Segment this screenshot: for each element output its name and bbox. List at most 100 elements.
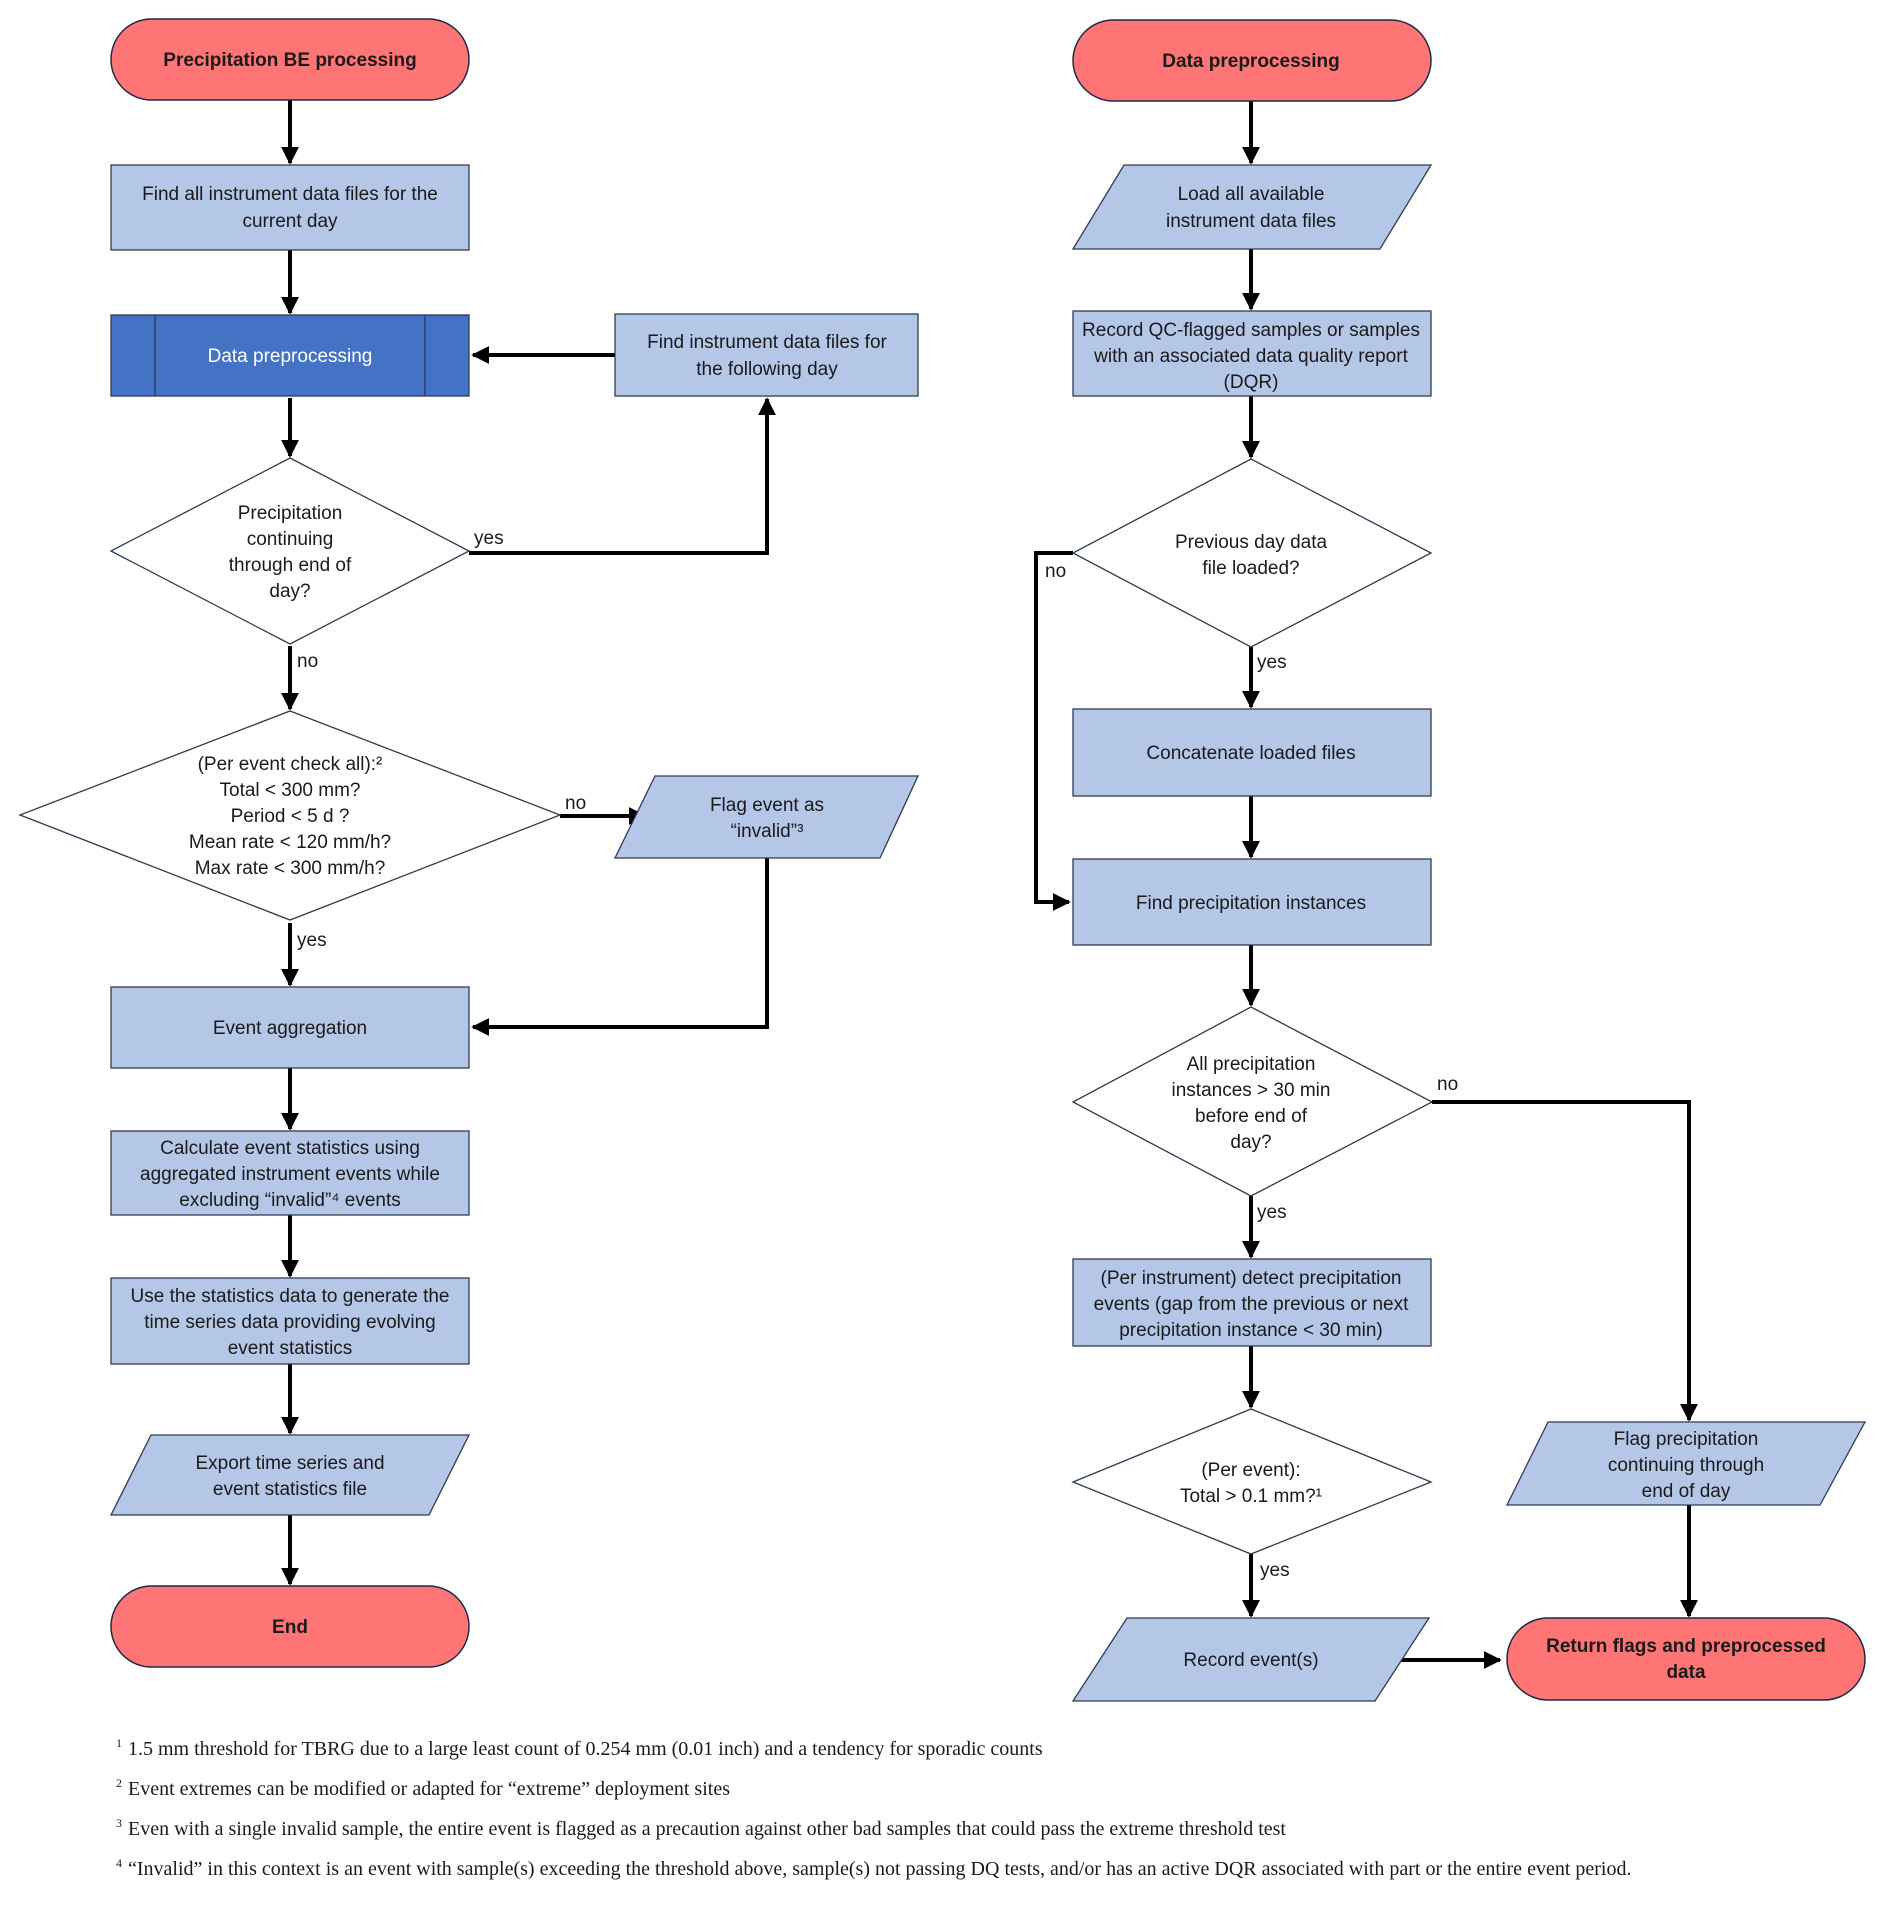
- r-return-line-0: Return flags and preprocessed: [1546, 1636, 1826, 1657]
- node-r-find-instances: Find precipitation instances: [1072, 858, 1432, 946]
- node-r-dec-total: (Per event): Total > 0.1 mm?¹: [1071, 1408, 1433, 1555]
- r-dec-prev-line-1: file loaded?: [1202, 558, 1299, 579]
- node-l-preproc-subprocess: Data preprocessing: [110, 314, 470, 397]
- node-r-load: Load all available instrument data files: [1071, 164, 1433, 250]
- r-dec-prev-line-0: Previous day data: [1175, 532, 1328, 553]
- node-l-dec-event: (Per event check all):² Total < 300 mm? …: [18, 710, 562, 921]
- node-l-use-stats: Use the statistics data to generate the …: [110, 1277, 470, 1365]
- r-load-line-0: Load all available: [1178, 184, 1325, 205]
- edge-label-l-yes-event: yes: [297, 930, 327, 951]
- edge-label-l-no-event: no: [565, 793, 586, 814]
- l-dec-cont-line-3: day?: [269, 581, 310, 602]
- l-calc-line-0: Calculate event statistics using: [160, 1138, 420, 1159]
- node-r-flag-cont: Flag precipitation continuing through en…: [1505, 1421, 1867, 1506]
- node-r-return: Return flags and preprocessed data: [1506, 1617, 1866, 1701]
- r-record-qc-line-0: Record QC-flagged samples or samples: [1082, 320, 1420, 341]
- r-detect-line-0: (Per instrument) detect precipitation: [1101, 1268, 1402, 1289]
- r-return-line-1: data: [1666, 1662, 1706, 1683]
- node-l-flag-invalid: Flag event as “invalid”³: [613, 775, 920, 859]
- footnote-4: 4 “Invalid” in this context is an event w…: [116, 1856, 1631, 1881]
- r-record-events-line-0: Record event(s): [1183, 1650, 1318, 1671]
- l-export-line-1: event statistics file: [213, 1479, 367, 1500]
- r-dec-all-line-0: All precipitation: [1187, 1054, 1316, 1075]
- connectors: [281, 100, 1698, 1669]
- r-dec-total-line-1: Total > 0.1 mm?¹: [1180, 1486, 1322, 1507]
- footnote-2-mark: 2: [116, 1776, 122, 1790]
- footnote-4-mark: 4: [116, 1856, 122, 1870]
- l-dec-event-line-1: Total < 300 mm?: [220, 780, 361, 801]
- r-detect-line-1: events (gap from the previous or next: [1094, 1294, 1409, 1315]
- r-dec-all-line-2: before end of: [1195, 1106, 1308, 1127]
- r-flag-cont-line-2: end of day: [1642, 1481, 1731, 1502]
- node-l-export: Export time series and event statistics …: [109, 1434, 471, 1516]
- l-flag-invalid-line-0: Flag event as: [710, 795, 824, 816]
- r-load-line-1: instrument data files: [1166, 211, 1336, 232]
- r-flag-cont-line-1: continuing through: [1608, 1455, 1764, 1476]
- arrow-flag-invalid-to-aggregate: [471, 858, 769, 1036]
- node-l-start: Precipitation BE processing: [110, 18, 470, 101]
- r-find-instances-line-0: Find precipitation instances: [1136, 893, 1366, 914]
- arrow-r-dec-prev-no: [1034, 551, 1073, 911]
- l-dec-event-line-3: Mean rate < 120 mm/h?: [189, 832, 391, 853]
- l-find-day-line-0: Find all instrument data files for the: [142, 184, 438, 205]
- l-dec-cont-line-0: Precipitation: [238, 503, 343, 524]
- node-r-detect: (Per instrument) detect precipitation ev…: [1072, 1258, 1432, 1347]
- l-dec-cont-line-2: through end of: [229, 555, 352, 576]
- node-r-concat: Concatenate loaded files: [1072, 708, 1432, 797]
- l-calc-line-1: aggregated instrument events while: [140, 1164, 440, 1185]
- edge-label-r-yes-prev: yes: [1257, 652, 1287, 673]
- l-find-next-line-0: Find instrument data files for: [647, 332, 887, 353]
- footnote-3: 3 Even with a single invalid sample, the …: [116, 1816, 1286, 1841]
- l-end-line-0: End: [272, 1617, 308, 1638]
- arrow-r-dec-all-no: [1432, 1100, 1698, 1422]
- l-find-day-line-1: current day: [242, 211, 338, 232]
- edge-label-r-yes-total: yes: [1260, 1560, 1290, 1581]
- node-r-record-events: Record event(s): [1071, 1617, 1431, 1702]
- r-start-line-0: Data preprocessing: [1162, 51, 1339, 72]
- edge-label-r-no-all: no: [1437, 1074, 1458, 1095]
- node-r-record-qc: Record QC-flagged samples or samples wit…: [1072, 310, 1432, 397]
- r-dec-total-line-0: (Per event):: [1201, 1460, 1300, 1481]
- l-use-stats-line-2: event statistics: [228, 1338, 353, 1359]
- node-r-dec-prev: Previous day data file loaded?: [1071, 458, 1433, 648]
- l-start-line-0: Precipitation BE processing: [163, 50, 416, 71]
- r-detect-line-2: precipitation instance < 30 min): [1119, 1320, 1383, 1341]
- edge-label-l-no-cont: no: [297, 651, 318, 672]
- node-r-dec-all: All precipitation instances > 30 min bef…: [1071, 1006, 1434, 1197]
- l-dec-event-line-4: Max rate < 300 mm/h?: [195, 858, 386, 879]
- footnote-2-text: Event extremes can be modified or adapte…: [128, 1778, 730, 1800]
- footnote-4-text: “Invalid” in this context is an event wi…: [128, 1858, 1632, 1880]
- r-flag-cont-line-0: Flag precipitation: [1614, 1429, 1759, 1450]
- footnote-1-text: 1.5 mm threshold for TBRG due to a large…: [128, 1738, 1043, 1760]
- footnote-2: 2 Event extremes can be modified or adapt…: [116, 1776, 730, 1801]
- l-dec-cont-line-1: continuing: [247, 529, 334, 550]
- edge-label-l-yes-cont: yes: [474, 528, 504, 549]
- node-l-find-day: Find all instrument data files for the c…: [110, 164, 470, 251]
- r-concat-line-0: Concatenate loaded files: [1146, 743, 1355, 764]
- node-l-dec-cont: Precipitation continuing through end of …: [109, 457, 471, 645]
- r-record-qc-line-2: (DQR): [1224, 372, 1279, 393]
- node-l-aggregate: Event aggregation: [110, 986, 470, 1069]
- l-dec-event-line-0: (Per event check all):²: [198, 754, 383, 775]
- l-use-stats-line-0: Use the statistics data to generate the: [131, 1286, 450, 1307]
- r-dec-all-line-1: instances > 30 min: [1172, 1080, 1331, 1101]
- l-flag-invalid-line-1: “invalid”³: [731, 821, 804, 842]
- footnote-3-text: Even with a single invalid sample, the e…: [128, 1818, 1286, 1840]
- l-preproc-line-0: Data preprocessing: [208, 346, 373, 367]
- node-l-calc: Calculate event statistics using aggrega…: [110, 1130, 470, 1216]
- node-l-find-next: Find instrument data files for the follo…: [614, 313, 919, 397]
- r-dec-all-line-3: day?: [1230, 1132, 1271, 1153]
- l-export-line-0: Export time series and: [195, 1453, 384, 1474]
- node-l-end: End: [110, 1585, 470, 1668]
- l-aggregate-line-0: Event aggregation: [213, 1018, 367, 1039]
- l-find-next-line-1: the following day: [696, 359, 838, 380]
- r-record-qc-line-1: with an associated data quality report: [1093, 346, 1408, 367]
- l-dec-event-line-2: Period < 5 d ?: [231, 806, 350, 827]
- footnote-1-mark: 1: [116, 1736, 122, 1750]
- footnote-3-mark: 3: [116, 1816, 122, 1830]
- edge-label-r-yes-all: yes: [1257, 1202, 1287, 1223]
- footnote-1: 1 1.5 mm threshold for TBRG due to a larg…: [116, 1736, 1043, 1761]
- arrow-dec-cont-yes: [469, 397, 776, 555]
- l-calc-line-2: excluding “invalid”⁴ events: [179, 1190, 401, 1211]
